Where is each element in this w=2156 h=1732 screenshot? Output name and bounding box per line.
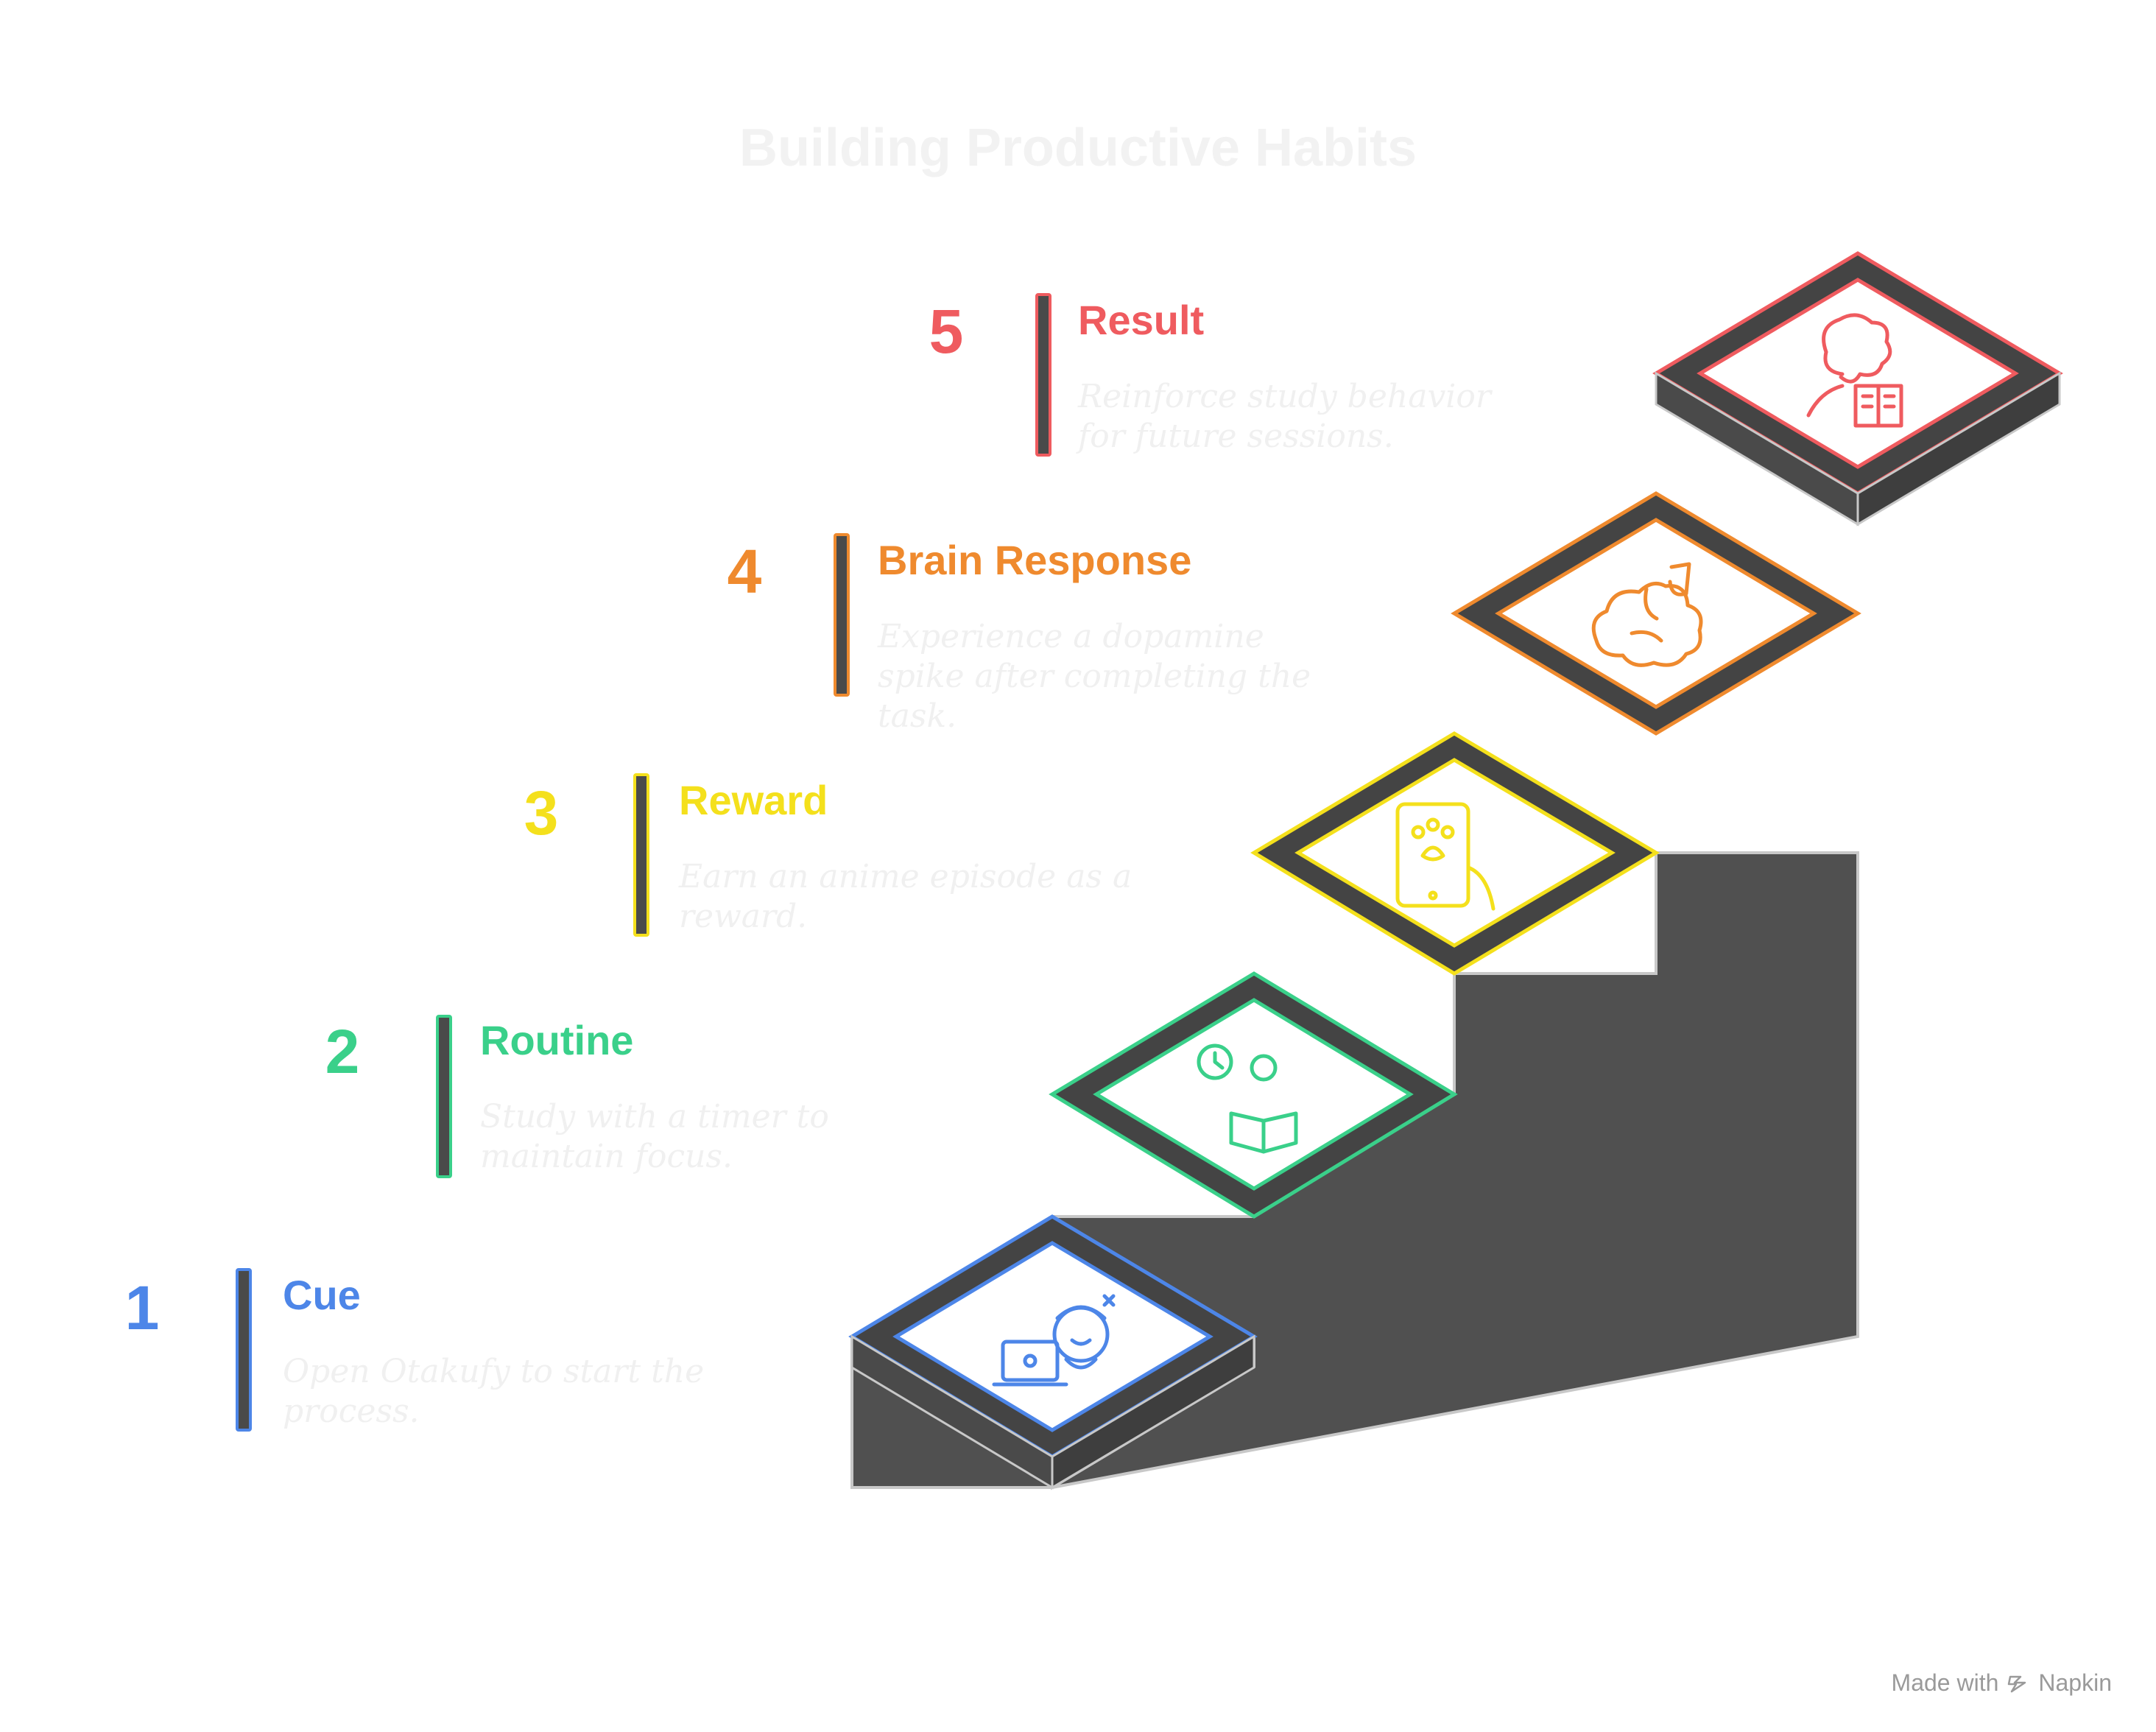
step-3-bar bbox=[633, 773, 649, 937]
step-2-description: Study with a timer to maintain focus. bbox=[480, 1098, 829, 1175]
step-3-tread bbox=[1250, 731, 1660, 976]
step-3-description: Earn an anime episode as a reward. bbox=[679, 858, 1132, 935]
step-5-tread bbox=[1652, 251, 2063, 527]
step-1-description: Open Otakufy to start the process. bbox=[283, 1353, 705, 1430]
step-2-bar bbox=[436, 1015, 452, 1178]
step-3-number: 3 bbox=[524, 778, 559, 848]
step-5-label: Result bbox=[1078, 297, 1205, 343]
study-timer-icon bbox=[1197, 1043, 1298, 1154]
step-3-label: Reward bbox=[679, 777, 828, 823]
footer-brand: Napkin bbox=[2038, 1669, 2112, 1696]
step-4-label: Brain Response bbox=[878, 537, 1192, 583]
tablet-reward-icon bbox=[1395, 802, 1496, 911]
diagram-title: Building Productive Habits bbox=[739, 119, 1417, 177]
napkin-logo-icon bbox=[2008, 1675, 2026, 1692]
step-2-label: Routine bbox=[480, 1017, 634, 1063]
step-2-tread bbox=[1049, 971, 1458, 1219]
brain-muscle-icon bbox=[1591, 562, 1703, 667]
step-5-bar bbox=[1035, 293, 1051, 457]
made-with-napkin-footer: Made with Napkin bbox=[1892, 1669, 2112, 1697]
step-4-number: 4 bbox=[727, 537, 762, 606]
step-4-description: Experience a dopamine spike after comple… bbox=[878, 618, 1311, 735]
step-5-number: 5 bbox=[929, 297, 964, 366]
step-4-tread bbox=[1451, 491, 1861, 736]
step-2-number: 2 bbox=[325, 1017, 360, 1086]
step-1-number: 1 bbox=[124, 1273, 160, 1342]
person-reading-icon bbox=[1806, 313, 1903, 428]
step-1-bar bbox=[236, 1268, 252, 1432]
step-1-label: Cue bbox=[283, 1272, 361, 1318]
step-4-bar bbox=[834, 533, 850, 697]
anime-character-laptop-icon bbox=[992, 1294, 1116, 1387]
footer-prefix: Made with bbox=[1891, 1669, 1999, 1696]
step-5-description: Reinforce study behavior for future sess… bbox=[1078, 378, 1491, 455]
